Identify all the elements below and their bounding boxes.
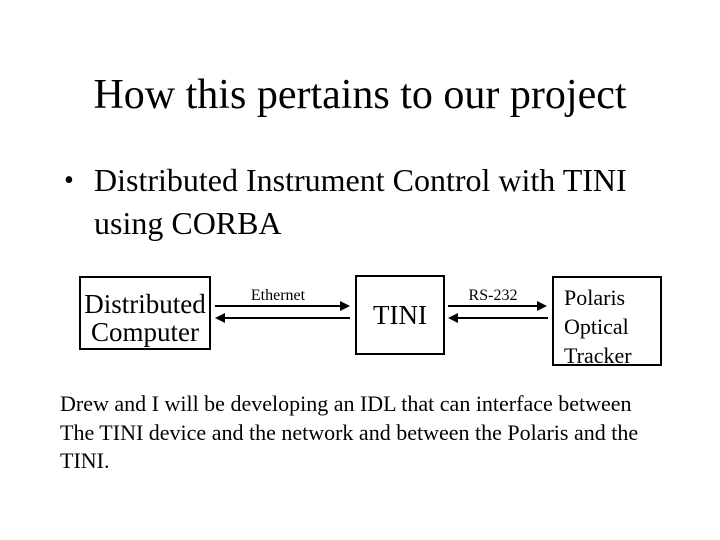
diagram-box-polaris-optical-tracker: Polaris Optical Tracker xyxy=(552,276,662,368)
ethernet-label: Ethernet xyxy=(250,287,306,304)
diagram-box-distributed-computer: Distributed Computer xyxy=(79,276,211,350)
arrow-left-icon xyxy=(448,313,458,323)
box-a-line-1: Distributed xyxy=(84,289,206,319)
slide-title: How this pertains to our project xyxy=(93,72,627,118)
arrow-left-icon xyxy=(215,313,225,323)
rs232-label: RS-232 xyxy=(468,287,518,304)
box-a-line-2: Computer xyxy=(91,317,199,347)
bullet-icon: • xyxy=(64,165,74,196)
box-c-line-3: Tracker xyxy=(564,343,632,368)
box-c-line-2: Optical xyxy=(564,314,629,339)
paragraph-line-1: Drew and I will be developing an IDL tha… xyxy=(60,391,632,416)
rs232-arrow-right-shaft xyxy=(448,305,538,307)
paragraph: Drew and I will be developing an IDL tha… xyxy=(60,390,705,476)
rs232-arrow-left-shaft xyxy=(458,317,548,319)
bullet-line-2: using CORBA xyxy=(94,205,282,241)
box-c-line-1: Polaris xyxy=(564,285,626,310)
paragraph-line-2: The TINI device and the network and betw… xyxy=(60,419,639,445)
arrow-right-icon xyxy=(537,301,547,311)
bullet-text: Distributed Instrument Control with TINI… xyxy=(94,159,662,245)
ethernet-arrow-right-shaft xyxy=(215,305,341,307)
bullet-item: • Distributed Instrument Control with TI… xyxy=(62,159,662,245)
bullet-line-1: Distributed Instrument Control with TINI xyxy=(94,162,627,198)
arrow-right-icon xyxy=(340,301,350,311)
paragraph-line-3: TINI. xyxy=(60,448,110,473)
diagram-box-tini: TINI xyxy=(355,275,445,355)
ethernet-arrow-left-shaft xyxy=(225,317,350,319)
box-b-label: TINI xyxy=(373,299,427,330)
